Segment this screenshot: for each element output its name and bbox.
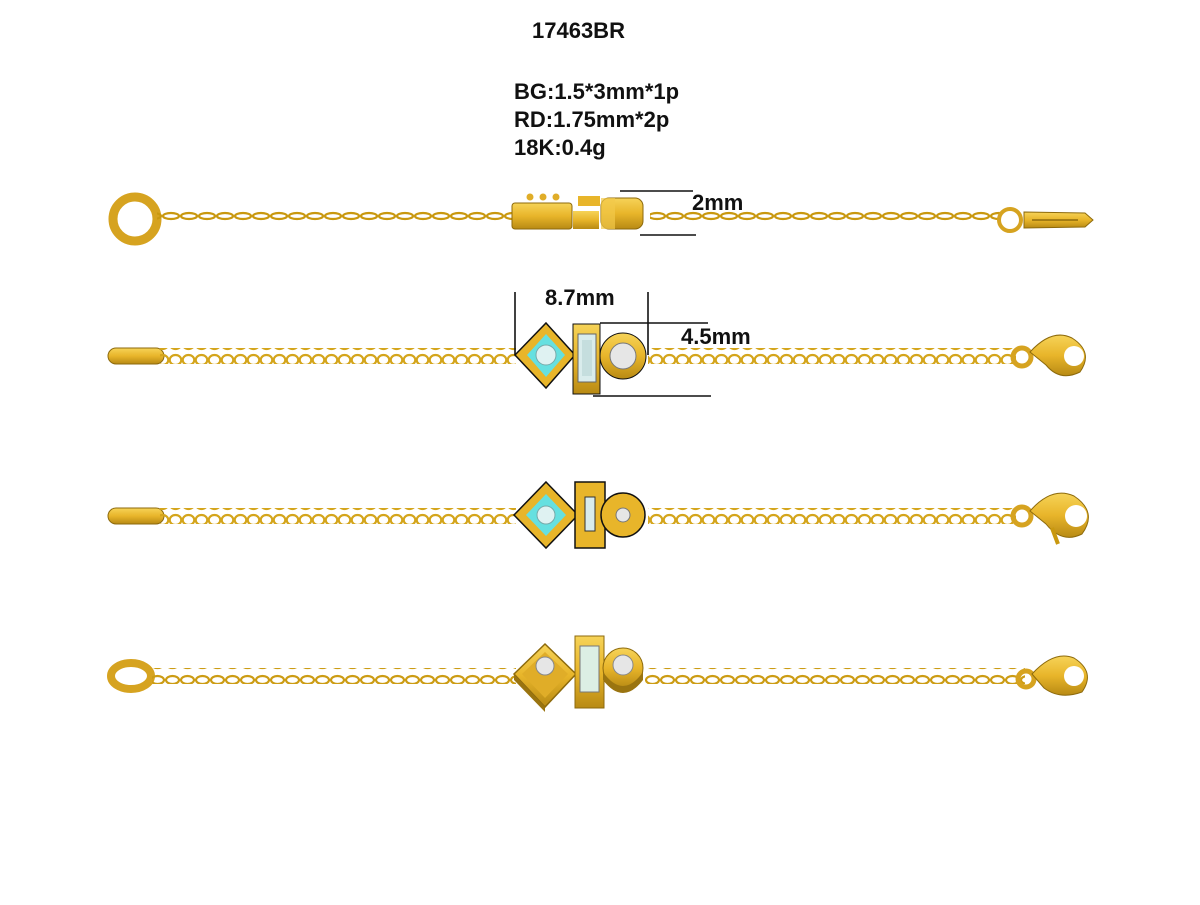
- width-dimension-label: 4.5mm: [681, 324, 751, 349]
- front-end-bar: [107, 347, 165, 365]
- flat-view: [107, 480, 1089, 550]
- front-dimension-lines: [514, 292, 711, 397]
- spec-round-stone: RD:1.75mm*2p: [514, 107, 670, 132]
- front-chain-left: [160, 348, 516, 364]
- flat-lobster-clasp: [1010, 492, 1089, 545]
- perspective-view: [107, 635, 1088, 712]
- side-chain-left: [157, 210, 512, 226]
- side-view: [108, 190, 1094, 246]
- side-chain-right: [650, 210, 1000, 226]
- length-dimension-label: 8.7mm: [545, 285, 615, 310]
- persp-ring-clasp: [107, 659, 155, 693]
- side-lobster-clasp: [997, 207, 1094, 233]
- flat-pendant: [512, 480, 646, 550]
- persp-chain-left: [152, 668, 516, 684]
- flat-end-bar: [107, 507, 165, 525]
- persp-lobster-clasp: [1015, 655, 1088, 696]
- spec-list: BG:1.5*3mm*1p RD:1.75mm*2p 18K:0.4g: [514, 78, 679, 162]
- thickness-dimension-label: 2mm: [692, 190, 744, 215]
- front-pendant: [513, 321, 647, 395]
- side-pendant: [511, 193, 644, 230]
- side-ring-clasp: [108, 192, 162, 246]
- front-chain-right: [648, 348, 1016, 364]
- model-code: 17463BR: [532, 18, 625, 43]
- flat-chain-left: [160, 508, 516, 524]
- persp-chain-right: [645, 668, 1025, 684]
- thickness-dimension-lines: [620, 190, 696, 236]
- front-lobster-clasp: [1010, 334, 1086, 377]
- persp-pendant: [512, 635, 644, 712]
- front-view: [107, 292, 1086, 397]
- spec-gold-weight: 18K:0.4g: [514, 135, 606, 160]
- flat-chain-right: [648, 508, 1016, 524]
- spec-baguette-stone: BG:1.5*3mm*1p: [514, 79, 680, 104]
